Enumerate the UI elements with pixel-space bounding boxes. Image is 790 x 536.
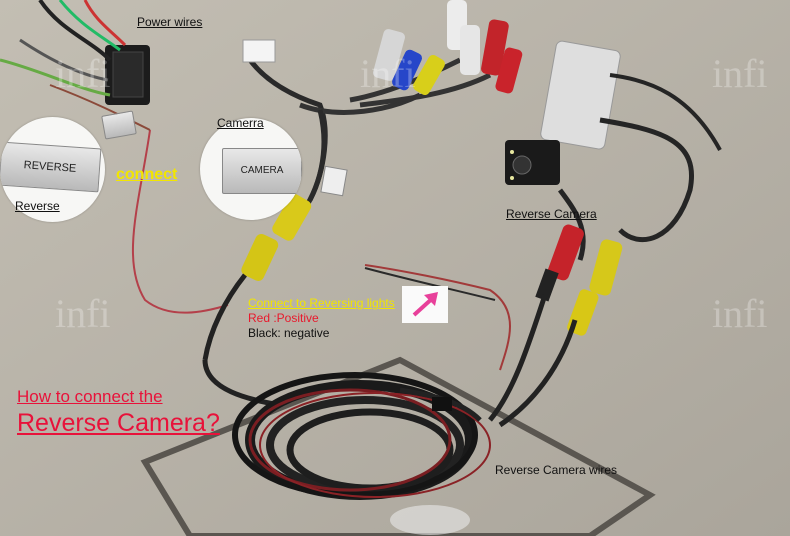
coiled-wires (232, 372, 491, 535)
connect-label: connect (116, 166, 178, 183)
reverse-label: Reverse (15, 199, 60, 213)
power-wires-label: Power wires (137, 15, 203, 29)
how-to-title-line1: How to connect the (17, 387, 163, 406)
red-positive-label: Red :Positive (248, 311, 319, 325)
camera-detail-circle: CAMERA (200, 118, 302, 220)
power-connector (0, 0, 150, 105)
connect-reversing-lights-label: Connect to Reversing lights (248, 296, 395, 310)
camerra-label: Camerra (217, 116, 264, 130)
arrow-box (402, 286, 448, 323)
how-to-title-line2: Reverse Camera? (17, 409, 220, 437)
reverse-wire (131, 129, 229, 314)
watermark-right-top: infi (712, 51, 768, 96)
reverse-detail-circle: REVERSE (0, 117, 105, 222)
reversing-light-wire (364, 264, 511, 371)
rca-bundle (299, 0, 523, 115)
watermark-center-top: infi (360, 51, 416, 96)
reverse-camera-wires-label: Reverse Camera wires (495, 463, 618, 477)
yellow-rca-left (202, 194, 312, 361)
reverse-tag: REVERSE (0, 141, 102, 193)
watermark-left-mid: infi (55, 291, 111, 336)
black-negative-label: Black: negative (248, 326, 330, 340)
rca-right-pair (535, 224, 623, 336)
reverse-camera-unit (505, 40, 621, 185)
watermark-left-top: infi (55, 51, 111, 96)
watermark-right-mid: infi (712, 291, 768, 336)
arrow-up-right-icon (412, 292, 438, 317)
camera-tag: CAMERA (222, 148, 302, 194)
reverse-camera-label: Reverse Camera (506, 207, 597, 221)
camera-cable-right (599, 117, 694, 242)
